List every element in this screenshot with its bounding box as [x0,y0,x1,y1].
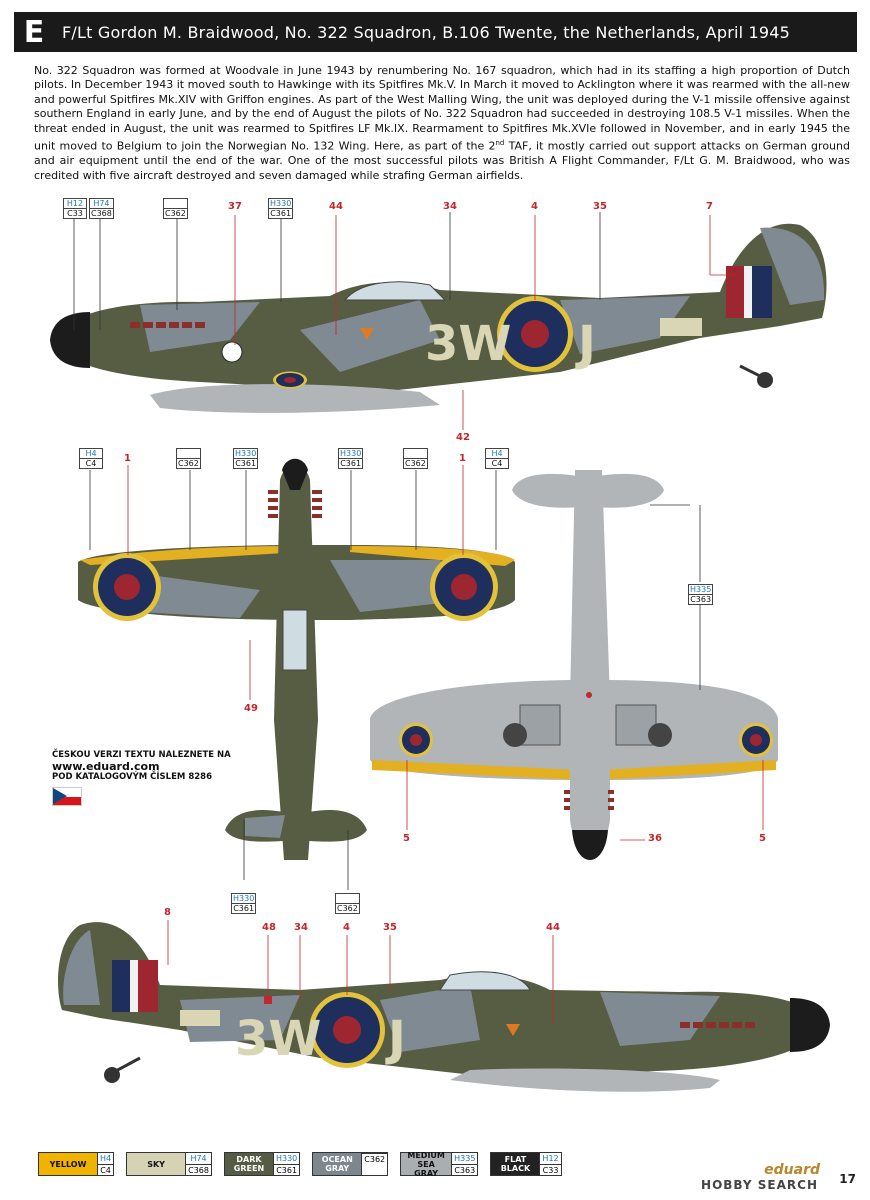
marking-number: 35 [593,201,607,212]
callout-ocean-gray: C362 [176,448,201,469]
marking-number: 4 [343,922,350,933]
marking-number: 48 [262,922,276,933]
marking-number: 5 [403,833,410,844]
bottom-planform [370,470,778,860]
callout-ocean-gray: C362 [335,893,360,914]
top-planform [78,458,515,860]
side-code-right-bottom: J [385,1011,406,1067]
marking-number: 5 [759,833,766,844]
side-profile-left: 3W J [50,223,827,413]
marking-number: 1 [124,453,131,464]
marking-number: 44 [546,922,560,933]
eduard-logo: eduard [764,1162,820,1178]
marking-number: 37 [228,201,242,212]
marking-number: 49 [244,703,258,714]
callout-ocean-gray: C362 [163,198,188,219]
marking-number: 4 [531,201,538,212]
page-number: 17 [839,1172,856,1186]
profile-title: F/Lt Gordon M. Braidwood, No. 322 Squadr… [62,22,791,42]
legend-ocean-gray: OCEAN GRAY C362 [312,1152,389,1176]
marking-number: 36 [648,833,662,844]
marking-number: 42 [456,432,470,443]
marking-number: 8 [164,907,171,918]
marking-number: 7 [706,201,713,212]
profile-letter: E [14,12,54,52]
title-bar: E F/Lt Gordon M. Braidwood, No. 322 Squa… [14,12,857,52]
marking-number: 1 [459,453,466,464]
marking-number: 35 [383,922,397,933]
history-text: No. 322 Squadron was formed at Woodvale … [34,64,850,182]
marking-number: 34 [294,922,308,933]
side-code-left-bottom: 3W [235,1011,321,1067]
marking-number: 34 [443,201,457,212]
eduard-url[interactable]: www.eduard.com [52,760,160,773]
czech-version-note: ČESKOU VERZI TEXTU NALEZNETE NA www.edua… [52,750,252,806]
side-code-right: J [575,316,596,372]
side-profile-right: 3W J [57,922,830,1092]
side-code-left: 3W [425,316,511,372]
marking-number: 44 [329,201,343,212]
hobby-search-watermark: HOBBY SEARCH [701,1178,818,1192]
czech-flag-icon [52,787,82,806]
callout-ocean-gray: C362 [403,448,428,469]
